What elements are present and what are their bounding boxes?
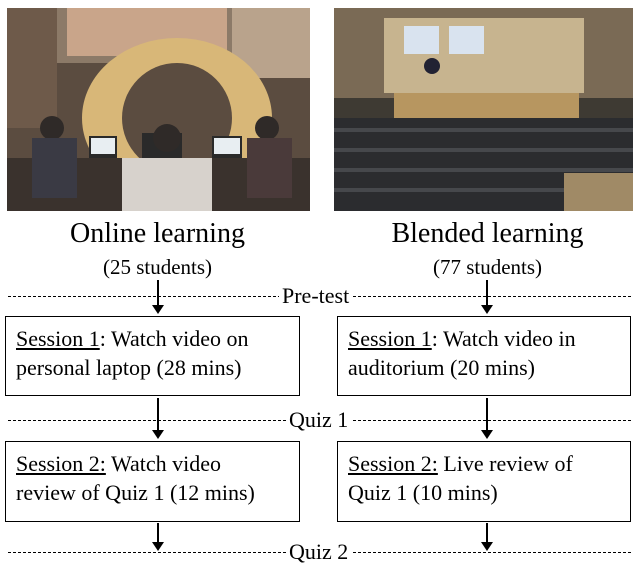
- session-text: Quiz 1 (10 mins): [348, 480, 498, 505]
- session-text: Live review of: [443, 451, 573, 476]
- arrow-left-2: [152, 398, 164, 439]
- session-text: Watch video in: [442, 326, 576, 351]
- online-student-count: (25 students): [102, 255, 213, 279]
- separator: :: [99, 326, 111, 351]
- arrow-right-3: [481, 523, 493, 551]
- session-text: personal laptop (28 mins): [16, 355, 242, 380]
- quiz1-label: Quiz 1: [286, 408, 352, 432]
- session-text: auditorium (20 mins): [348, 355, 535, 380]
- arrow-left-1: [152, 280, 164, 314]
- session-label: Session 1: [348, 326, 432, 351]
- quiz2-label: Quiz 2: [286, 540, 352, 564]
- blended-student-count: (77 students): [432, 255, 543, 279]
- online-session-2-box: Session 2: Watch video review of Quiz 1 …: [5, 441, 300, 522]
- session-text: review of Quiz 1 (12 mins): [16, 480, 255, 505]
- online-classroom-photo: [7, 8, 310, 211]
- session-label: Session 2:: [16, 451, 106, 476]
- auditorium-photo: [334, 8, 633, 211]
- arrow-right-1: [481, 280, 493, 314]
- pretest-label: Pre-test: [279, 284, 353, 308]
- blended-learning-title: Blended learning: [391, 218, 584, 249]
- blended-session-2-box: Session 2: Live review of Quiz 1 (10 min…: [337, 441, 631, 522]
- arrow-right-2: [481, 398, 493, 439]
- session-label: Session 2:: [348, 451, 438, 476]
- separator: :: [431, 326, 443, 351]
- session-text: Watch video: [110, 451, 221, 476]
- online-learning-title: Online learning: [70, 218, 245, 249]
- online-session-1-box: Session 1: Watch video on personal lapto…: [5, 316, 300, 396]
- session-text: Watch video on: [110, 326, 249, 351]
- session-label: Session 1: [16, 326, 100, 351]
- arrow-left-3: [152, 523, 164, 551]
- blended-session-1-box: Session 1: Watch video in auditorium (20…: [337, 316, 631, 396]
